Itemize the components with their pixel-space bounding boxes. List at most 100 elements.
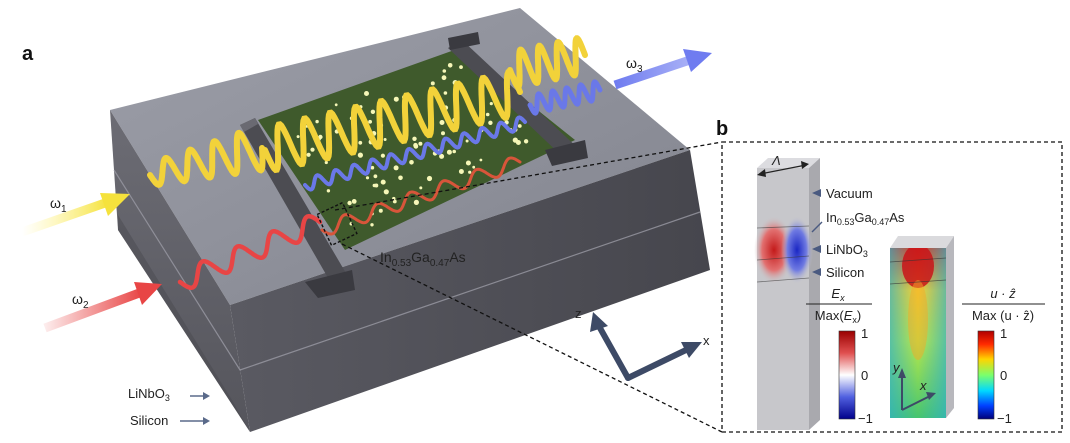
carrier-dot bbox=[380, 153, 385, 158]
carrier-dot bbox=[398, 175, 403, 181]
strain-field-column bbox=[889, 236, 954, 418]
carrier-dot bbox=[347, 200, 352, 206]
carrier-dot bbox=[441, 75, 447, 81]
ex-field-column bbox=[754, 158, 820, 430]
carrier-dot bbox=[441, 131, 445, 136]
linbo3-b-label: LiNbO3 bbox=[826, 242, 868, 259]
axis-z-label: z bbox=[575, 306, 582, 321]
carrier-dot bbox=[447, 63, 453, 68]
carrier-dot bbox=[310, 147, 315, 152]
carrier-dot bbox=[517, 124, 522, 128]
period-label: Λ bbox=[771, 153, 781, 168]
cb2-mid: 0 bbox=[1000, 368, 1007, 383]
carrier-dot bbox=[351, 199, 357, 204]
arrow-omega3 bbox=[613, 49, 712, 90]
carrier-dot bbox=[383, 189, 389, 195]
cb2-top: 1 bbox=[1000, 326, 1007, 341]
zoom-line-bottom bbox=[341, 243, 723, 433]
carrier-dot bbox=[370, 223, 374, 227]
carrier-dot bbox=[296, 135, 300, 139]
carrier-dot bbox=[512, 137, 518, 143]
vacuum-label: Vacuum bbox=[826, 186, 873, 201]
arrow-omega1 bbox=[20, 193, 130, 237]
ex-numerator: Ex bbox=[831, 286, 845, 303]
red-wave-film bbox=[320, 156, 522, 236]
carrier-dot bbox=[439, 153, 445, 159]
u-denominator: Max (u · ẑ) bbox=[972, 308, 1034, 323]
carrier-dot bbox=[442, 69, 447, 73]
carrier-dot bbox=[373, 174, 378, 179]
silicon-layer-label: Silicon bbox=[130, 413, 168, 428]
carrier-dot bbox=[452, 149, 457, 154]
substrate-front-face bbox=[110, 110, 250, 432]
carrier-dot bbox=[419, 186, 423, 190]
u-numerator: u · ẑ bbox=[990, 286, 1016, 301]
cb2-bot: −1 bbox=[997, 411, 1012, 426]
carrier-dot bbox=[324, 160, 328, 165]
omega3-label: ω3 bbox=[626, 55, 643, 75]
yellow-wave-film bbox=[262, 68, 523, 174]
carrier-dot bbox=[488, 120, 493, 126]
axis-y-b-label: y bbox=[892, 360, 901, 375]
carrier-dot bbox=[392, 199, 397, 204]
silicon-b-label: Silicon bbox=[826, 265, 864, 280]
carrier-dot bbox=[412, 136, 417, 141]
axes-3d bbox=[590, 312, 702, 381]
omega2-label: ω2 bbox=[72, 291, 89, 311]
carrier-dot bbox=[393, 96, 399, 102]
carrier-dot bbox=[430, 81, 435, 86]
zoom-line-top bbox=[334, 141, 723, 211]
ingaas-b-label: In0.53Ga0.47As bbox=[826, 210, 905, 227]
electrode-right bbox=[448, 32, 588, 166]
carrier-dot bbox=[485, 112, 490, 117]
carrier-dot bbox=[315, 119, 319, 124]
carrier-dot bbox=[372, 183, 376, 188]
carrier-dot bbox=[368, 119, 372, 124]
carrier-dot bbox=[446, 149, 452, 155]
yellow-wave-input bbox=[147, 129, 266, 188]
carrier-dot bbox=[326, 189, 331, 193]
carrier-dot bbox=[357, 152, 363, 158]
carrier-dot bbox=[489, 102, 493, 106]
ex-negative-lobe bbox=[781, 216, 813, 284]
ex-denominator: Max(Ex) bbox=[815, 308, 861, 325]
carrier-dot bbox=[409, 160, 414, 165]
cb1-top: 1 bbox=[861, 326, 868, 341]
panel-b: b Λ Vacuum In0.53Ga0.47As LiNbO3 Silicon bbox=[716, 118, 1063, 433]
carrier-dot bbox=[380, 179, 386, 185]
carrier-dot bbox=[465, 139, 469, 143]
carrier-dot bbox=[383, 138, 387, 141]
carrier-dot bbox=[426, 175, 433, 182]
axis-x-label: x bbox=[703, 333, 710, 348]
yellow-wave-output bbox=[507, 35, 588, 90]
u-colorbar bbox=[977, 330, 995, 420]
carrier-dot bbox=[418, 141, 423, 146]
ingaas-label: In0.53Ga0.47As bbox=[380, 249, 466, 269]
carrier-dot bbox=[523, 139, 529, 144]
carrier-dot bbox=[413, 144, 419, 149]
carrier-dot bbox=[458, 169, 464, 174]
carrier-dot bbox=[364, 91, 369, 96]
carrier-dot bbox=[378, 208, 383, 213]
carrier-dot bbox=[472, 165, 476, 169]
axis-x-b-label: x bbox=[919, 378, 927, 393]
carrier-dot bbox=[459, 65, 463, 69]
carrier-dot bbox=[468, 170, 472, 174]
carrier-dot bbox=[443, 91, 448, 95]
panel-a-label: a bbox=[22, 43, 34, 65]
film-carriers bbox=[296, 63, 529, 227]
blue-wave-output bbox=[527, 79, 603, 116]
arrow-omega2 bbox=[43, 282, 162, 333]
panel-b-label: b bbox=[716, 118, 728, 140]
layer-boundary-line bbox=[113, 169, 701, 371]
ex-colorbar bbox=[838, 330, 856, 420]
carrier-dot bbox=[413, 199, 419, 205]
carrier-dot bbox=[370, 109, 376, 115]
carrier-dot bbox=[465, 160, 471, 166]
carrier-dot bbox=[439, 120, 445, 125]
carrier-dot bbox=[334, 103, 338, 107]
red-wave-input bbox=[177, 214, 323, 290]
carrier-dot bbox=[370, 165, 375, 170]
cb1-bot: −1 bbox=[858, 411, 873, 426]
